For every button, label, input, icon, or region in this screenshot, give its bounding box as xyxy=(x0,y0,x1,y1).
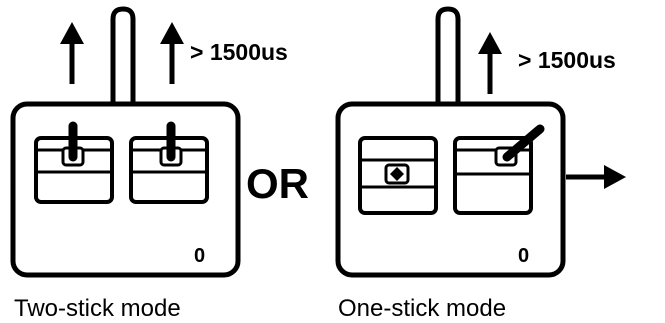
arrow-up-icon xyxy=(478,32,502,94)
one-stick-transmitter: > 1500us 0 xyxy=(335,6,626,278)
threshold-label-left: > 1500us xyxy=(190,39,288,65)
gimbal-left-throttle xyxy=(34,121,114,204)
two-stick-transmitter: > 1500us 0 xyxy=(10,6,288,278)
antenna-right xyxy=(435,6,461,104)
gimbal-right-throttle xyxy=(129,121,209,204)
arrow-up-icon xyxy=(160,22,184,84)
corner-digit-left: 0 xyxy=(194,245,205,267)
or-separator: OR xyxy=(246,160,309,207)
centered-stick-diamond-icon xyxy=(390,167,404,181)
corner-digit-right: 0 xyxy=(518,245,529,267)
arrow-right-icon xyxy=(566,165,626,189)
gimbal-left-centered xyxy=(358,136,438,215)
arrow-up-icon xyxy=(60,22,84,84)
gimbal-right-diagonal xyxy=(453,124,545,215)
threshold-label-right: > 1500us xyxy=(518,47,616,73)
caption-two-stick-mode: Two-stick mode xyxy=(14,295,181,322)
caption-one-stick-mode: One-stick mode xyxy=(338,295,506,322)
stick-diagonal xyxy=(502,124,545,162)
antenna-left xyxy=(110,6,136,104)
